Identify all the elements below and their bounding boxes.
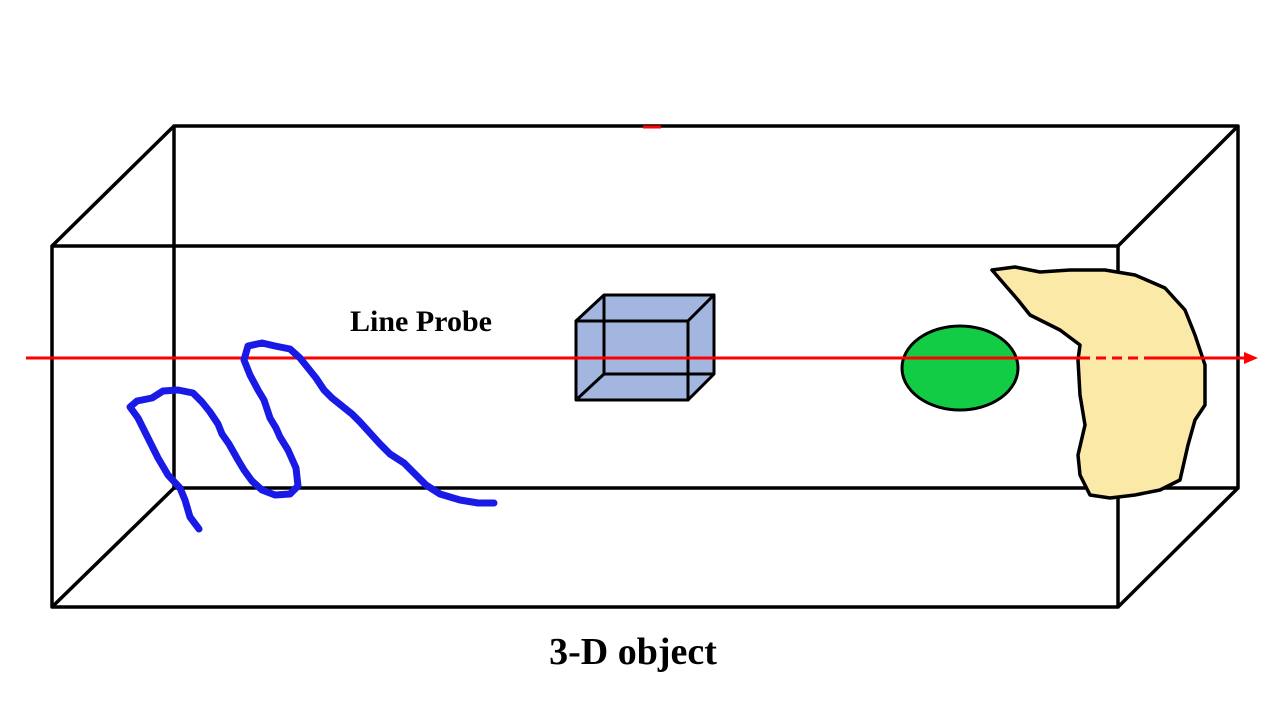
- box-edge-top-left: [50, 124, 176, 248]
- line-probe-label: Line Probe: [350, 305, 492, 338]
- box-edge-bottom-left: [50, 486, 176, 609]
- cube-shape: [574, 293, 716, 402]
- blue-curve-shape: [126, 339, 498, 533]
- probe-arrowhead-icon: [1244, 352, 1258, 364]
- box-back-face: [172, 124, 1240, 490]
- cube-hidden-edge-diagonal: [574, 372, 606, 402]
- box-edge-bottom-right: [1116, 486, 1240, 609]
- diagram-caption: 3-D object: [549, 631, 717, 673]
- irregular-blob-shape: [990, 265, 1207, 500]
- green-ellipse-shape: [900, 324, 1020, 412]
- box-edge-top-right: [1116, 124, 1240, 248]
- cube-front-face: [574, 319, 690, 402]
- line-probe: [26, 352, 1258, 364]
- box-front-face: [50, 244, 1120, 609]
